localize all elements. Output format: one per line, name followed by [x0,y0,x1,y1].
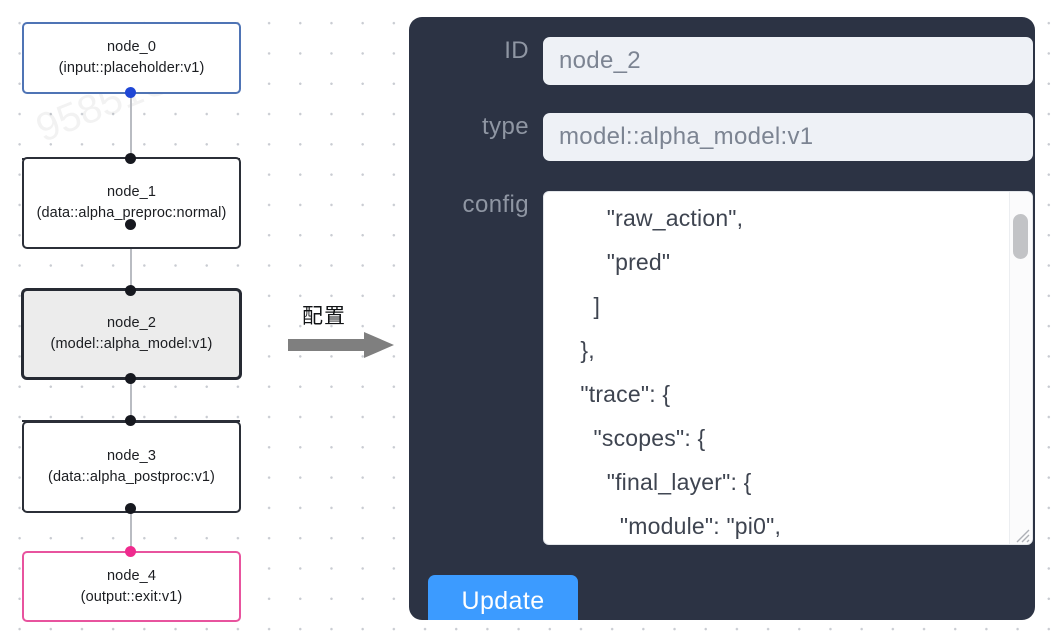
node-subtitle: (data::alpha_preproc:normal) [36,205,227,221]
port-node0-out[interactable] [125,87,136,98]
update-button[interactable]: Update [428,575,578,620]
edge-node3-node4 [130,508,132,550]
edge-node1-node2 [130,224,132,292]
port-node3-out[interactable] [125,503,136,514]
node-title: node_3 [107,448,156,464]
graph-node-node_3[interactable]: node_3 (data::alpha_postproc:v1) [22,421,241,513]
resize-grip-icon[interactable] [1012,525,1030,543]
graph-node-node_2[interactable]: node_2 (model::alpha_model:v1) [22,289,241,379]
field-row-id: ID node_2 [409,37,1033,85]
edge-node2-node3 [130,372,132,422]
port-node1-in[interactable] [125,153,136,164]
field-row-type: type model::alpha_model:v1 [409,113,1033,161]
edge-node0-node1 [130,92,132,160]
type-input[interactable]: model::alpha_model:v1 [543,113,1033,161]
config-scrollbar-thumb[interactable] [1013,214,1028,259]
node-subtitle: (input::placeholder:v1) [58,60,205,76]
id-field-label: ID [504,37,529,64]
right-arrow-icon [288,332,394,358]
config-field-label: config [462,191,529,218]
field-row-config: config "raw_action", "pred" ] }, "trace"… [409,191,1033,545]
port-node3-in[interactable] [125,415,136,426]
node-subtitle: (output::exit:v1) [80,588,183,605]
node-subtitle: (data::alpha_postproc:v1) [48,469,215,485]
port-node1-out[interactable] [125,219,136,230]
node-title: node_0 [107,39,156,55]
node-title: node_1 [107,184,156,200]
graph-node-node_1[interactable]: node_1 (data::alpha_preproc:normal) [22,157,241,249]
graph-node-node_0[interactable]: node_0 (input::placeholder:v1) [22,22,241,94]
port-node2-out[interactable] [125,373,136,384]
type-field-label: type [482,113,529,140]
config-scrollbar[interactable] [1009,192,1032,544]
node-title: node_2 [107,315,156,331]
node-subtitle: (model::alpha_model:v1) [50,336,213,352]
id-input[interactable]: node_2 [543,37,1033,85]
config-textarea-wrapper[interactable]: "raw_action", "pred" ] }, "trace": { "sc… [543,191,1033,545]
config-textarea[interactable]: "raw_action", "pred" ] }, "trace": { "sc… [580,205,782,539]
node-title: node_4 [107,567,156,584]
port-node2-in[interactable] [125,285,136,296]
port-node4-in[interactable] [125,546,136,557]
node-config-panel: ID node_2 type model::alpha_model:v1 con… [409,17,1035,620]
annotation-label: 配置 [302,304,346,328]
graph-node-node_4[interactable]: node_4 (output::exit:v1) [22,551,241,622]
